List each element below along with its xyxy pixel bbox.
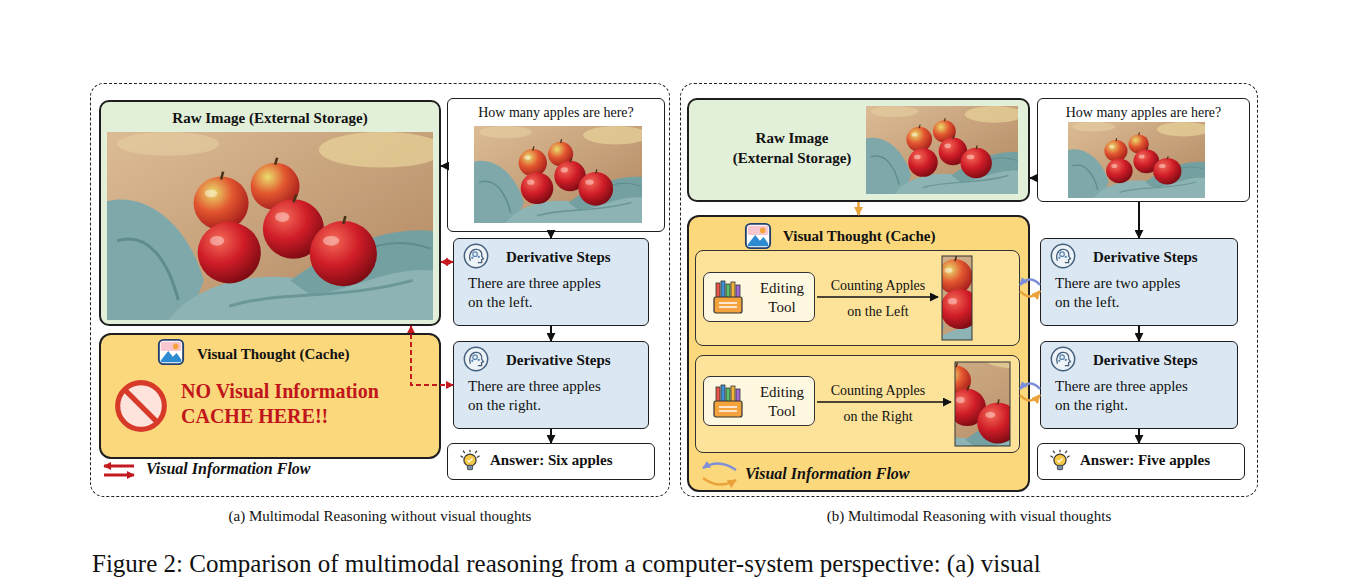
bulb-icon: [460, 450, 479, 470]
legend-arrow-sample: [703, 463, 736, 484]
tool-icon: [714, 385, 742, 417]
step-box: Derivative StepsThere are three apples o…: [1040, 341, 1238, 429]
answer-box: Answer: Five apples: [1037, 443, 1245, 480]
panel-caption: (a) Multimodal Reasoning without visual …: [91, 508, 669, 525]
question-text: How many apples are here?: [448, 105, 664, 121]
image-icon: [159, 340, 183, 364]
apple-crop: [883, 230, 1098, 353]
cache-box: Visual Thought (Cache) NO Visual Informat…: [99, 333, 441, 459]
reasoning-icon: [464, 347, 487, 370]
apple-photo: [866, 106, 1024, 194]
tool-icon: [714, 281, 742, 313]
box-title: Raw Image (External Storage): [728, 128, 856, 168]
step-title: Derivative Steps: [506, 249, 611, 266]
arrow-connector: [1138, 429, 1140, 443]
tool-box: Editing Tool: [703, 376, 815, 426]
step-title: Derivative Steps: [1093, 352, 1198, 369]
apple-crop: [853, 346, 1060, 464]
step-text: There are two apples on the left.: [1055, 274, 1197, 312]
arrow-connector: [441, 165, 447, 167]
answer-box: Answer: Six apples: [447, 443, 655, 480]
crop-frame: [955, 362, 1010, 446]
step-text: There are three apples on the right.: [1055, 377, 1197, 415]
flow-connector: [411, 326, 453, 385]
tool-step-box: Counting Apples on the Right Editing Tool: [695, 355, 1020, 453]
question-text: How many apples are here?: [1038, 105, 1249, 121]
flow-curve: [1020, 291, 1040, 297]
question-box: How many apples are here?: [447, 98, 665, 232]
storage-box: Raw Image (External Storage): [99, 100, 441, 326]
arrow-connector: [857, 202, 860, 215]
crop-arrow: [817, 401, 951, 403]
arrow-connector: [1030, 177, 1037, 179]
flow-connector: [441, 261, 453, 263]
step-label: Counting Apples on the Left: [824, 273, 932, 325]
crop-frame: [942, 256, 972, 340]
step-label: Counting Apples on the Right: [824, 378, 932, 430]
bulb-icon: [1050, 450, 1069, 470]
arrow-connector: [1138, 326, 1140, 341]
answer-text: Answer: Six apples: [490, 452, 613, 469]
step-box: Derivative StepsThere are two apples on …: [1040, 238, 1238, 326]
reasoning-icon: [464, 244, 487, 267]
crop-arrow: [817, 296, 938, 298]
tool-box: Editing Tool: [703, 272, 815, 322]
apple-photo: [107, 132, 445, 320]
flow-connector: [1020, 384, 1040, 401]
arrow-connector: [550, 326, 552, 341]
prohibition-icon: [118, 383, 165, 430]
step-text: There are three apples on the right.: [468, 377, 610, 415]
step-text: There are three apples on the left.: [468, 274, 610, 312]
step-title: Derivative Steps: [506, 352, 611, 369]
panel-frame: (b) Multimodal Reasoning with visual tho…: [680, 83, 1258, 497]
tool-label: Editing Tool: [752, 383, 812, 421]
answer-text: Answer: Five apples: [1080, 452, 1210, 469]
legend-arrow-sample: [104, 466, 134, 475]
tool-label: Editing Tool: [752, 279, 812, 317]
reasoning-icon: [1051, 244, 1074, 267]
flow-curve: [1020, 280, 1040, 286]
tool-step-box: Counting Apples on the Left Editing Tool: [695, 250, 1020, 346]
step-title: Derivative Steps: [1093, 249, 1198, 266]
legend-text: Visual Information Flow: [146, 460, 311, 478]
image-icon: [746, 224, 770, 248]
step-box: Derivative StepsThere are three apples o…: [453, 238, 649, 326]
reasoning-icon: [1051, 347, 1074, 370]
figure-caption: Figure 2: Comparison of multimodal reaso…: [92, 550, 1041, 578]
question-box: How many apples are here?: [1037, 98, 1250, 202]
flow-connector: [1020, 280, 1040, 297]
box-title: Visual Thought (Cache): [197, 346, 350, 363]
arrow-connector: [550, 232, 552, 238]
flow-curve: [1020, 384, 1040, 390]
box-title: Raw Image (External Storage): [101, 110, 439, 127]
panel-caption: (b) Multimodal Reasoning with visual tho…: [681, 508, 1257, 525]
apple-photo: [474, 126, 648, 223]
arrow-connector: [550, 429, 552, 443]
box-title: Visual Thought (Cache): [783, 228, 936, 245]
flow-curve: [1020, 395, 1040, 401]
storage-box: Raw Image (External Storage): [687, 98, 1030, 202]
step-box: Derivative StepsThere are three apples o…: [453, 341, 649, 429]
panel-frame: (a) Multimodal Reasoning without visual …: [90, 83, 670, 497]
arrow-connector: [1138, 202, 1140, 238]
warning-text: NO Visual Information CACHE HERE!!: [181, 379, 421, 429]
apple-photo: [1068, 122, 1210, 198]
cache-box: Visual Thought (Cache) Counting Apples on…: [687, 215, 1030, 492]
